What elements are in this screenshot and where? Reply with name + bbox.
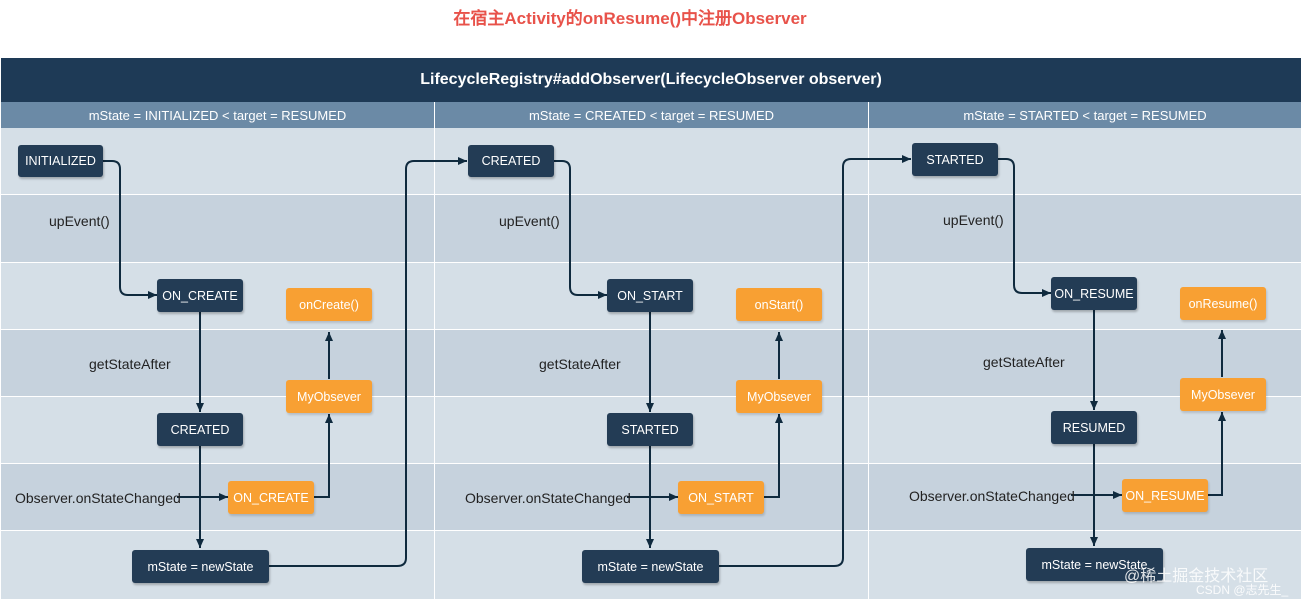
node-event: ON_CREATE (157, 279, 243, 312)
edge-event-to-observer (764, 414, 783, 498)
column-title-started: mState = STARTED < target = RESUMED (869, 102, 1301, 128)
label-onstatechanged: Observer.onStateChanged (465, 490, 631, 506)
diagram-caption: 在宿主Activity的onResume()中注册Observer (453, 9, 807, 28)
edge-upevent (997, 158, 1051, 297)
swimlane-row (1, 194, 1301, 262)
node-state-from: STARTED (912, 143, 998, 176)
label-upevent: upEvent() (499, 213, 560, 229)
column-title-created: mState = CREATED < target = RESUMED (435, 102, 869, 128)
node-state-from: INITIALIZED (18, 145, 103, 177)
label-getstateafter: getStateAfter (983, 354, 1065, 370)
swimlane-row (1, 128, 1301, 194)
label-onstatechanged: Observer.onStateChanged (15, 490, 181, 506)
node-dispatched-event: ON_RESUME (1122, 479, 1208, 512)
label-onstatechanged: Observer.onStateChanged (909, 488, 1075, 504)
node-callback: onResume() (1180, 287, 1266, 320)
watermark-credit: CSDN @志先生_ (1196, 583, 1289, 597)
node-callback: onStart() (736, 288, 822, 321)
edge-next-iteration (718, 155, 911, 567)
column-title-initialized: mState = INITIALIZED < target = RESUMED (1, 102, 435, 128)
edge-next-iteration (268, 157, 467, 567)
edge-upevent (553, 160, 607, 299)
column-divider (868, 128, 869, 599)
row-divider (1, 194, 1301, 195)
node-observer: MyObsever (1180, 378, 1266, 411)
diagram-header: LifecycleRegistry#addObserver(LifecycleO… (1, 58, 1301, 102)
row-divider (1, 262, 1301, 263)
edge-event-to-observer (1208, 412, 1226, 496)
node-dispatched-event: ON_CREATE (228, 481, 314, 514)
node-event: ON_START (607, 279, 693, 312)
edge-upevent (103, 160, 157, 299)
node-state-from: CREATED (468, 145, 554, 177)
label-upevent: upEvent() (943, 212, 1004, 228)
node-state-to: CREATED (157, 413, 243, 446)
node-assign-state: mState = newState (132, 550, 269, 583)
node-assign-state: mState = newState (1026, 548, 1163, 581)
node-observer: MyObsever (286, 380, 372, 413)
node-state-to: RESUMED (1051, 411, 1137, 444)
node-state-to: STARTED (607, 413, 693, 446)
node-callback: onCreate() (286, 288, 372, 321)
label-upevent: upEvent() (49, 213, 110, 229)
node-assign-state: mState = newState (582, 550, 719, 583)
edge-event-to-observer (314, 414, 333, 498)
label-getstateafter: getStateAfter (539, 356, 621, 372)
watermark: @稀土掘金技术社区 (1124, 568, 1269, 585)
column-divider (434, 128, 435, 599)
node-event: ON_RESUME (1051, 277, 1137, 310)
node-observer: MyObsever (736, 380, 822, 413)
node-dispatched-event: ON_START (678, 481, 764, 514)
label-getstateafter: getStateAfter (89, 356, 171, 372)
